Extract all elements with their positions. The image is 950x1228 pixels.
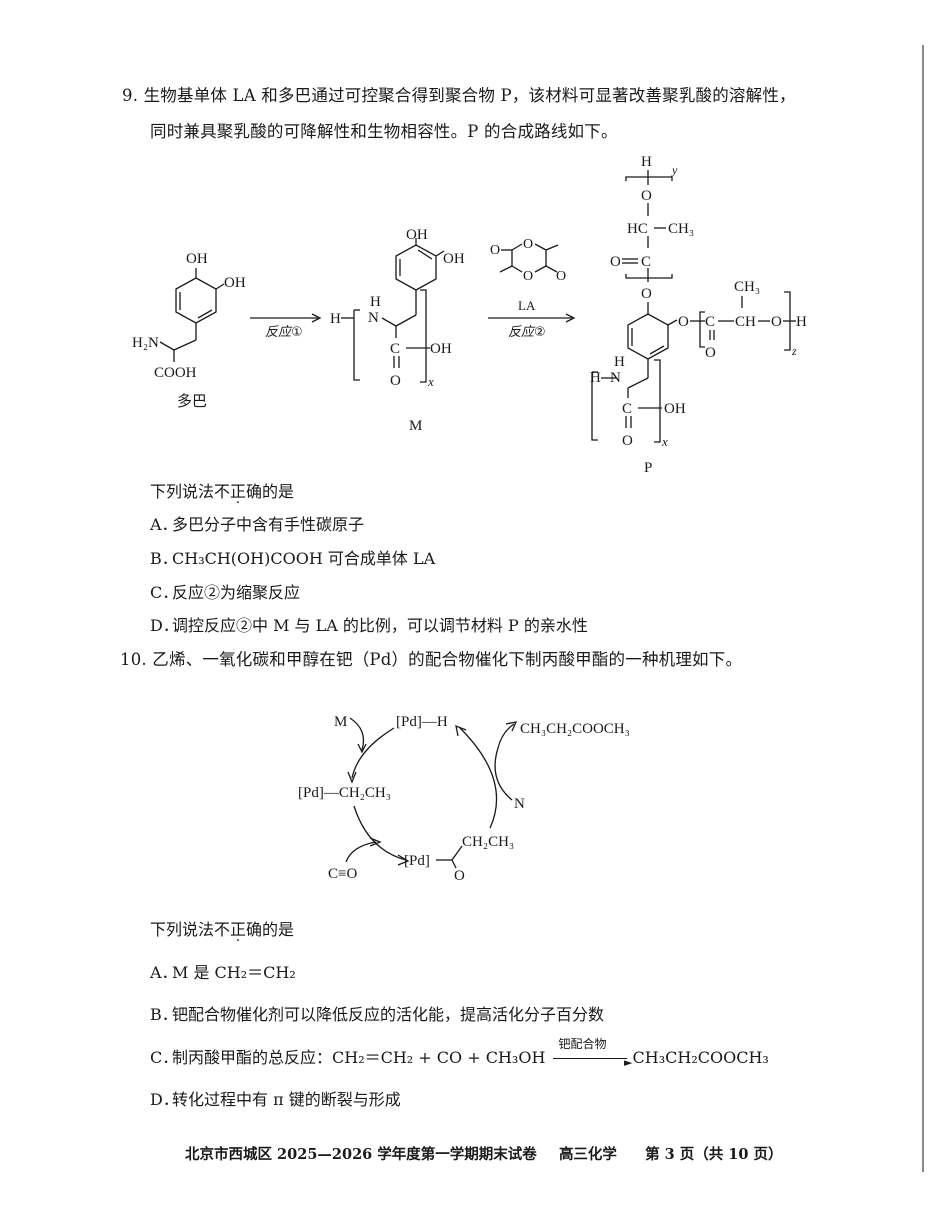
q9-emphasis: 不正确 xyxy=(214,482,262,501)
q10-option-c[interactable]: C．制丙酸甲酯的总反应：CH₂＝CH₂ + CO + CH₃OH 钯配合物 ► … xyxy=(150,1037,769,1069)
svg-text:CH₂CH₃: CH₂CH₃ xyxy=(462,834,514,850)
svg-text:C≡O: C≡O xyxy=(328,866,357,882)
q9-stem-line2: 同时兼具聚乳酸的可降解性和生物相容性。P 的合成路线如下。 xyxy=(150,122,618,141)
svg-text:O: O xyxy=(523,269,533,284)
svg-text:LA: LA xyxy=(518,298,536,313)
svg-text:O: O xyxy=(678,314,689,330)
svg-text:CH₃: CH₃ xyxy=(668,221,694,237)
dopa-structure: OH OH H₂N COOH 多巴 xyxy=(132,251,246,410)
q9-number: 9. xyxy=(122,86,139,105)
svg-text:x: x xyxy=(427,374,434,389)
svg-text:O: O xyxy=(622,433,633,449)
svg-text:H: H xyxy=(330,311,341,327)
q9-option-a[interactable]: A．多巴分子中含有手性碳原子 xyxy=(150,515,365,534)
svg-text:OH: OH xyxy=(186,251,208,267)
svg-text:M: M xyxy=(334,714,347,730)
reaction-1-arrow: 反应① xyxy=(250,313,322,340)
svg-text:C: C xyxy=(641,254,651,270)
svg-text:H: H xyxy=(614,354,625,370)
svg-text:反应①: 反应① xyxy=(265,324,303,340)
svg-text:O: O xyxy=(454,868,465,884)
page-footer: 北京市西城区 2025—2026 学年度第一学期期末试卷 高三化学 第 3 页（… xyxy=(185,1145,783,1165)
svg-text:O: O xyxy=(390,373,401,389)
svg-text:O: O xyxy=(556,269,566,284)
svg-text:[Pd]: [Pd] xyxy=(404,853,430,869)
svg-text:z: z xyxy=(791,344,797,358)
svg-text:CH: CH xyxy=(735,314,756,330)
svg-text:H: H xyxy=(590,370,601,386)
svg-text:O: O xyxy=(771,314,782,330)
q9-option-d[interactable]: D．调控反应②中 M 与 LA 的比例，可以调节材料 P 的亲水性 xyxy=(150,616,588,635)
q9-option-c[interactable]: C．反应②为缩聚反应 xyxy=(150,583,301,602)
scan-edge-line xyxy=(922,45,924,1172)
q9-prompt: 下列说法不正确的是 xyxy=(150,482,294,502)
la-structure: O O O O xyxy=(490,237,566,284)
q9-stem-text-1: 生物基单体 LA 和多巴通过可控聚合得到聚合物 P，该材料可显著改善聚乳酸的溶解… xyxy=(143,86,796,105)
q10-option-d[interactable]: D．转化过程中有 π 键的断裂与形成 xyxy=(150,1090,401,1109)
svg-text:OH: OH xyxy=(224,275,246,291)
svg-text:OH: OH xyxy=(406,227,428,243)
svg-text:OH: OH xyxy=(430,341,452,357)
svg-text:HC: HC xyxy=(627,221,648,237)
svg-text:CH₃: CH₃ xyxy=(734,279,760,295)
reaction-2-arrow: LA 反应② xyxy=(488,298,576,340)
svg-text:N: N xyxy=(368,310,379,326)
q10-emphasis: 不正确 xyxy=(214,920,262,939)
svg-text:CH₃CH₂COOCH₃: CH₃CH₂COOCH₃ xyxy=(520,721,630,737)
svg-text:M: M xyxy=(409,418,422,434)
svg-text:N: N xyxy=(610,370,621,386)
svg-text:[Pd]—CH₂CH₃: [Pd]—CH₂CH₃ xyxy=(298,785,391,801)
svg-text:OH: OH xyxy=(664,401,686,417)
svg-text:O: O xyxy=(523,237,533,252)
footer-subject: 高三化学 xyxy=(558,1146,617,1163)
svg-text:COOH: COOH xyxy=(154,365,197,381)
svg-text:C: C xyxy=(622,401,632,417)
catalyst-label: 钯配合物 xyxy=(558,1037,607,1051)
svg-text:O: O xyxy=(641,188,652,204)
q10-stem-text: 乙烯、一氧化碳和甲醇在钯（Pd）的配合物催化下制丙酸甲酯的一种机理如下。 xyxy=(152,650,743,669)
svg-text:O: O xyxy=(490,243,500,258)
q10-prompt: 下列说法不正确的是 xyxy=(150,920,294,940)
svg-text:x: x xyxy=(661,434,668,449)
q10-stem: 10. 乙烯、一氧化碳和甲醇在钯（Pd）的配合物催化下制丙酸甲酯的一种机理如下。 xyxy=(120,650,742,670)
p-structure: H y O HC CH₃ O C O O C O CH CH₃ O xyxy=(590,154,807,476)
footer-page-info: 第 3 页（共 10 页） xyxy=(645,1146,783,1163)
svg-text:H: H xyxy=(796,314,807,330)
svg-text:H₂N: H₂N xyxy=(132,335,159,351)
svg-text:O: O xyxy=(641,286,652,302)
svg-text:O: O xyxy=(705,345,716,361)
q10-catalytic-cycle: M [Pd]—H [Pd]—CH₂CH₃ C≡O [Pd] O CH₂CH₃ N… xyxy=(298,714,630,884)
q9-synthesis-scheme: OH OH H₂N COOH 多巴 反应① H H N C O xyxy=(132,154,807,476)
q10-option-a[interactable]: A．M 是 CH₂＝CH₂ xyxy=(150,963,296,982)
svg-text:C: C xyxy=(705,314,715,330)
q9-option-b[interactable]: B．CH₃CH(OH)COOH 可合成单体 LA xyxy=(150,549,436,568)
q10-option-b[interactable]: B．钯配合物催化剂可以降低反应的活化能，提高活化分子百分数 xyxy=(150,1005,605,1024)
q10-number: 10. xyxy=(120,650,147,669)
svg-text:反应②: 反应② xyxy=(508,324,546,340)
svg-text:O: O xyxy=(610,254,621,270)
svg-text:P: P xyxy=(644,460,652,476)
svg-text:[Pd]—H: [Pd]—H xyxy=(396,714,448,730)
svg-text:N: N xyxy=(514,796,525,812)
svg-text:H: H xyxy=(641,154,652,170)
svg-text:多巴: 多巴 xyxy=(177,392,207,410)
svg-text:C: C xyxy=(390,341,400,357)
catalyst-arrow: 钯配合物 ► xyxy=(551,1037,633,1069)
footer-exam: 北京市西城区 2025—2026 学年度第一学期期末试卷 xyxy=(185,1146,537,1163)
svg-text:y: y xyxy=(671,163,678,177)
m-structure: H H N C O x OH OH OH M xyxy=(330,227,465,434)
q9-stem-line1: 9. 生物基单体 LA 和多巴通过可控聚合得到聚合物 P，该材料可显著改善聚乳酸… xyxy=(122,86,796,106)
svg-text:H: H xyxy=(370,294,381,310)
svg-text:OH: OH xyxy=(443,251,465,267)
